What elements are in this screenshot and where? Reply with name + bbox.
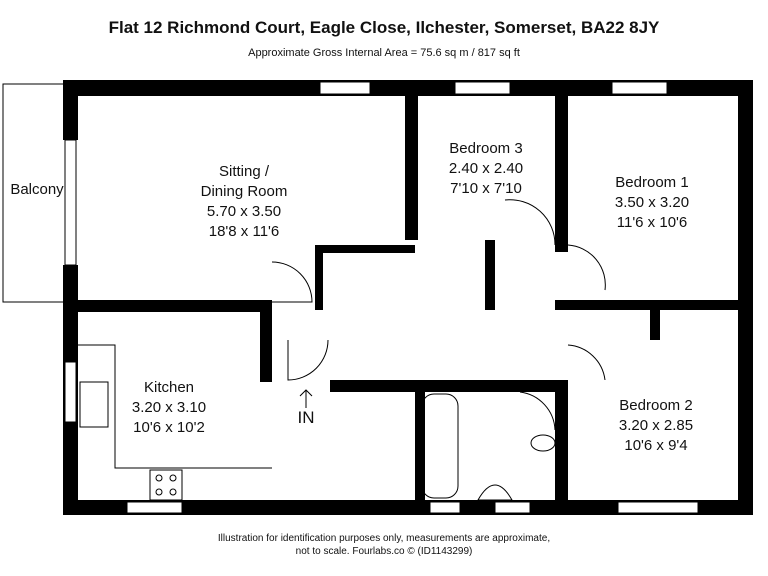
room-name: Dining Room [200,183,288,200]
door-swing [519,391,556,431]
door-swing [271,261,313,303]
room-size-metric: 3.20 x 2.85 [618,417,694,434]
wall [650,300,660,340]
kitchen-label: Kitchen 3.20 x 3.10 10'6 x 10'2 [132,378,206,438]
wall [330,380,560,392]
room-name: Bedroom 2 [619,397,693,414]
window [429,501,461,514]
bedroom2-label: Bedroom 2 3.20 x 2.85 10'6 x 9'4 [619,396,693,456]
front-door-swing [287,339,329,381]
room-name: Sitting / [218,163,270,180]
window [617,501,699,514]
room-size-metric: 5.70 x 3.50 [206,203,282,220]
room-size-imperial: 10'6 x 9'4 [624,437,688,454]
wall [260,300,272,382]
outer-wall-bottom-left [63,500,415,515]
balcony-label: Balcony [10,181,64,198]
door-swing [567,344,606,381]
sitting-room-label: Sitting / Dining Room 5.70 x 3.50 18'8 x… [201,162,288,242]
wall [415,380,425,515]
door-swing [567,244,606,291]
page-title: Flat 12 Richmond Court, Eagle Close, Ilc… [108,18,660,37]
room-size-imperial: 11'6 x 10'6 [616,214,688,231]
window [64,361,77,423]
window [611,81,668,95]
wall [405,80,418,240]
sink-icon [79,381,109,428]
wall [315,245,323,310]
wall [555,80,568,252]
disclaimer-line: Illustration for identification purposes… [217,533,551,544]
outer-wall-left-top [63,80,78,140]
outer-wall-right [738,80,753,515]
wall [63,300,270,312]
hob-icon [149,469,183,501]
room-size-metric: 3.20 x 3.10 [131,399,207,416]
bath-icon [421,393,459,499]
wall [555,380,568,515]
bedroom3-label: Bedroom 3 2.40 x 2.40 7'10 x 7'10 [449,139,523,199]
room-size-metric: 3.50 x 3.20 [614,194,690,211]
basin-icon [477,484,513,501]
gross-area: Approximate Gross Internal Area = 75.6 s… [248,47,520,59]
window [126,501,183,514]
room-size-imperial: 10'6 x 10'2 [133,419,205,436]
disclaimer: Illustration for identification purposes… [0,532,768,558]
room-size-metric: 2.40 x 2.40 [448,160,524,177]
balcony-door [64,139,77,266]
window [494,501,531,514]
entrance-arrow-icon [299,389,313,408]
kitchen-worktop [78,344,272,469]
window [454,81,511,95]
room-name: Kitchen [143,379,195,396]
entrance-label: IN [297,408,315,427]
disclaimer-line: not to scale. Fourlabs.co © (ID1143299) [295,546,473,557]
room-name: Bedroom 3 [449,140,523,157]
wall [315,245,415,253]
window [319,81,371,95]
door-swing [504,199,556,246]
toilet-icon [530,434,556,452]
wall [485,240,495,310]
bedroom1-label: Bedroom 1 3.50 x 3.20 11'6 x 10'6 [615,173,689,233]
room-size-imperial: 7'10 x 7'10 [450,180,522,197]
room-size-imperial: 18'8 x 11'6 [208,223,280,240]
room-name: Bedroom 1 [615,174,689,191]
